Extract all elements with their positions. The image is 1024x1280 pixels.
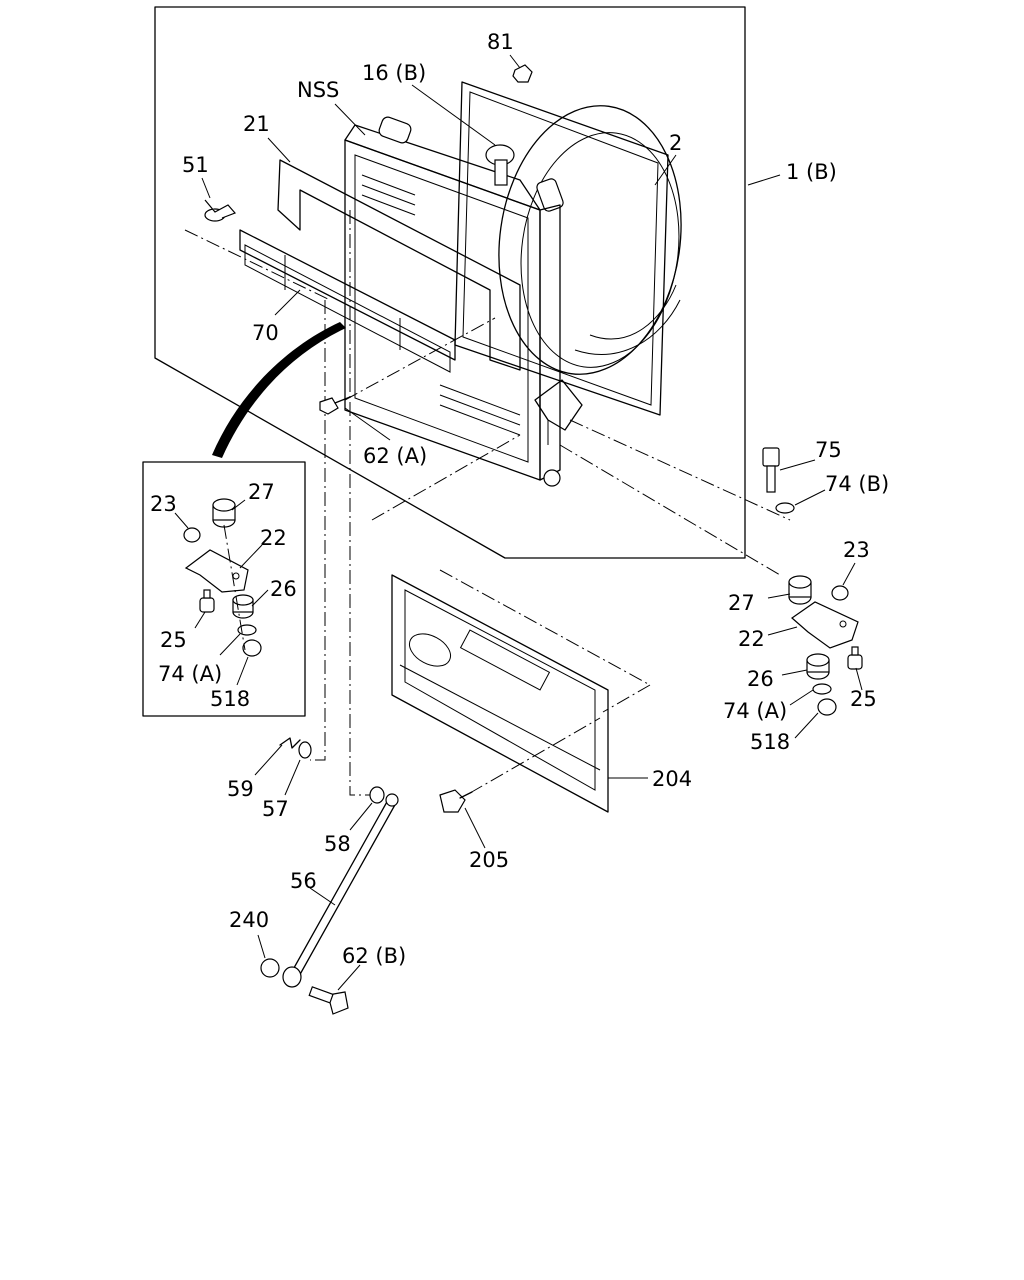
right-label-518: 518 — [750, 730, 790, 754]
nut-81 — [512, 64, 533, 83]
detail-inset-box — [142, 461, 306, 717]
label-56: 56 — [290, 869, 317, 893]
label-57: 57 — [262, 797, 289, 821]
inset-nut-518 — [242, 639, 262, 657]
right-bolt-25 — [847, 646, 863, 670]
leader-62a — [344, 317, 496, 401]
inset-label-23: 23 — [150, 492, 177, 516]
right-mount-26 — [806, 653, 830, 680]
nut-240 — [260, 958, 280, 978]
leader-650 — [602, 684, 651, 713]
bolt-62b — [308, 986, 349, 1015]
splash-panel-204 — [391, 574, 609, 813]
leader-75 — [569, 419, 791, 521]
radiator-core — [344, 116, 583, 487]
label-75: 75 — [815, 438, 842, 462]
stay-rod-56 — [282, 793, 399, 988]
clip-59 — [279, 737, 301, 749]
wing-bolt-51 — [204, 199, 237, 222]
inset-label-26: 26 — [270, 577, 297, 601]
right-nut-23 — [831, 585, 849, 601]
leader-205 — [469, 717, 601, 794]
label-81: 81 — [487, 30, 514, 54]
inset-label-27: 27 — [248, 480, 275, 504]
label-62b: 62 (B) — [342, 944, 406, 968]
leader-panel — [439, 569, 651, 686]
right-label-22: 22 — [738, 627, 765, 651]
label-62a: 62 (A) — [363, 444, 427, 468]
label-1b: 1 (B) — [786, 160, 837, 184]
bolt-62a — [319, 396, 351, 415]
leader-bracket-right — [559, 444, 781, 576]
label-58: 58 — [324, 832, 351, 856]
label-240: 240 — [229, 908, 269, 932]
inset-label-74a: 74 (A) — [158, 662, 222, 686]
label-51: 51 — [182, 153, 209, 177]
inset-bolt-25 — [199, 589, 215, 613]
label-205: 205 — [469, 848, 509, 872]
fan-shroud — [454, 81, 682, 416]
label-74b: 74 (B) — [825, 472, 889, 496]
inset-nut-23 — [183, 527, 201, 543]
bolt-75 — [762, 447, 780, 493]
cover-plate-70 — [239, 229, 456, 373]
assembly-boundary — [154, 6, 746, 559]
right-label-26: 26 — [747, 667, 774, 691]
label-16b: 16 (B) — [362, 61, 426, 85]
label-59: 59 — [227, 777, 254, 801]
inset-mount-27 — [212, 498, 236, 528]
label-70: 70 — [252, 321, 279, 345]
inset-axis — [223, 524, 246, 651]
callout-arrow — [212, 322, 346, 458]
inset-label-518: 518 — [210, 687, 250, 711]
leader-58 — [349, 210, 375, 796]
leader-bottom-core — [371, 434, 521, 521]
right-label-74a: 74 (A) — [723, 699, 787, 723]
bolt-205 — [439, 789, 473, 813]
label-nss: NSS — [297, 78, 339, 102]
washer-57 — [298, 741, 312, 759]
leader-51 — [184, 229, 331, 301]
callout-leaders — [174, 54, 863, 991]
label-21: 21 — [243, 112, 270, 136]
leader-57 — [310, 300, 326, 761]
right-label-25: 25 — [850, 687, 877, 711]
right-hole-22 — [839, 620, 847, 628]
right-bracket-22 — [791, 601, 859, 649]
inset-label-22: 22 — [260, 526, 287, 550]
label-2: 2 — [669, 131, 682, 155]
right-label-27: 27 — [728, 591, 755, 615]
right-label-23: 23 — [843, 538, 870, 562]
right-mount-27 — [788, 575, 812, 605]
inset-bracket-22 — [184, 549, 249, 593]
washer-74b — [775, 502, 795, 514]
label-204: 204 — [652, 767, 692, 791]
inset-label-25: 25 — [160, 628, 187, 652]
baffle-21 — [277, 159, 521, 371]
washer-58 — [369, 786, 385, 804]
right-washer-74a — [812, 683, 832, 695]
right-nut-518 — [817, 698, 837, 716]
